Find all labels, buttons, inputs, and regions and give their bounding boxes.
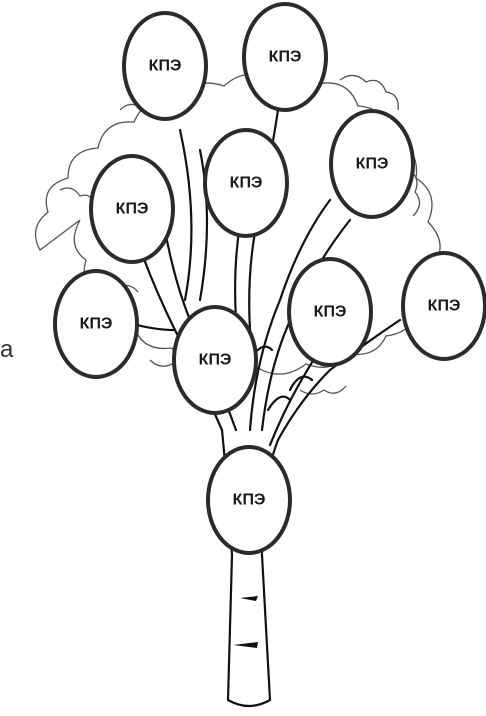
node-7: КПЭ <box>172 305 258 415</box>
node-3: КПЭ <box>203 128 289 238</box>
node-1: КПЭ <box>122 11 208 121</box>
node-4: КПЭ <box>329 109 415 219</box>
node-1-label: КПЭ <box>149 58 182 75</box>
trunk-bark-marks <box>233 596 258 648</box>
node-9: КПЭ <box>401 251 486 361</box>
node-4-label: КПЭ <box>356 156 389 173</box>
node-10-label: КПЭ <box>233 492 266 509</box>
node-3-label: КПЭ <box>230 175 263 192</box>
node-5: КПЭ <box>89 154 175 264</box>
node-8: КПЭ <box>287 257 373 367</box>
node-7-label: КПЭ <box>199 352 232 369</box>
node-9-label: КПЭ <box>428 298 461 315</box>
node-10: КПЭ <box>206 445 292 555</box>
node-5-label: КПЭ <box>116 201 149 218</box>
side-text: а <box>0 336 14 363</box>
node-2: КПЭ <box>242 2 328 112</box>
node-2-label: КПЭ <box>269 49 302 66</box>
node-6-label: КПЭ <box>80 316 113 333</box>
node-8-label: КПЭ <box>314 304 347 321</box>
node-6: КПЭ <box>53 269 139 379</box>
